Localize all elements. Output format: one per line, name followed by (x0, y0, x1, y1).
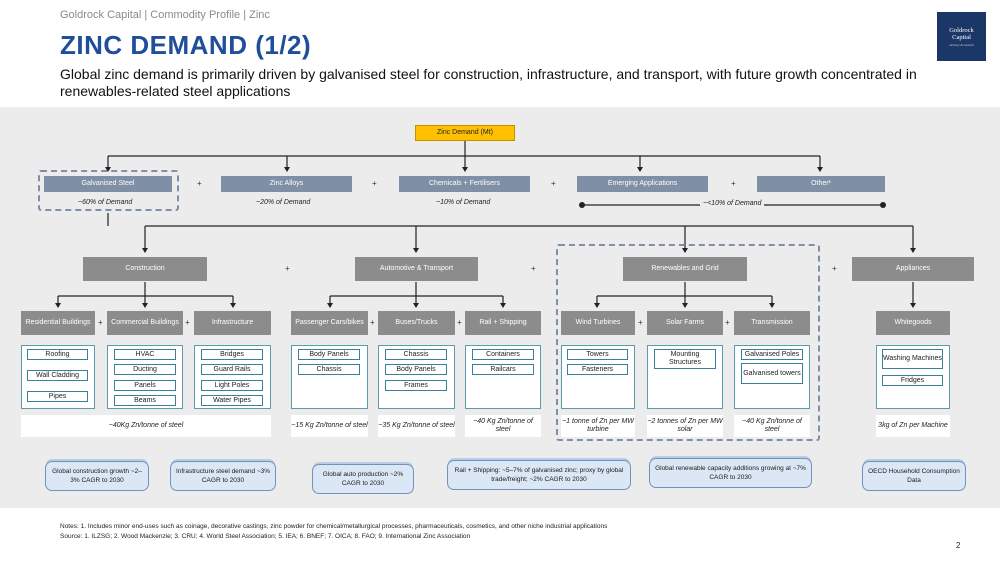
end-use-item: Light Poles (201, 380, 263, 391)
diagram-panel (0, 107, 1000, 508)
end-use-item: HVAC (114, 349, 176, 360)
plus-sign: + (197, 179, 202, 188)
end-use-item: Towers (567, 349, 628, 360)
end-use-item: Containers (472, 349, 534, 360)
subsector-whitegoods: Whitegoods (876, 311, 950, 335)
plus-sign: + (551, 179, 556, 188)
subsector-rail-shipping: Rail + Shipping (465, 311, 541, 335)
source-text: Source: 1. ILZSG; 2. Wood Mackenzie; 3. … (60, 533, 471, 540)
footnotes: Notes: 1. Includes minor end-uses such a… (60, 522, 607, 542)
sector-renewables-grid: Renewables and Grid (623, 257, 747, 281)
breadcrumb: Goldrock Capital | Commodity Profile | Z… (60, 9, 270, 21)
end-use-item: Galvanised Poles (741, 349, 803, 360)
subsector-infrastructure: Infrastructure (194, 311, 271, 335)
end-use-item: Pipes (27, 391, 88, 402)
end-use-item: Chassis (385, 349, 447, 360)
plus-sign: + (285, 264, 290, 273)
end-use-item: Railcars (472, 364, 534, 375)
logo-tagline: advisory & research (949, 43, 974, 47)
end-use-item: Frames (385, 380, 447, 391)
intensity-solar-farms: ~2 tonnes of Zn per MW solar (647, 415, 723, 437)
plus-sign: + (531, 264, 536, 273)
plus-sign: + (725, 318, 730, 327)
subsector-residential-buildings: Residential Buildings (21, 311, 95, 335)
plus-sign: + (98, 318, 103, 327)
driver-auto-production: Global auto production ~2% CAGR to 2030 (312, 464, 414, 494)
end-use-item: Water Pipes (201, 395, 263, 406)
intensity-wind-turbines: ~1 tonne of Zn per MW turbine (561, 415, 635, 437)
driver-renewable-capacity: Global renewable capacity additions grow… (649, 458, 812, 488)
logo-line-1: Goldrock (949, 27, 974, 34)
intensity-buses-trucks: ~35 Kg Zn/tonne of steel (378, 415, 455, 437)
plus-sign: + (731, 179, 736, 188)
subsector-wind-turbines: Wind Turbines (561, 311, 635, 335)
category-emerging-applications: Emerging Applications (577, 176, 708, 192)
plus-sign: + (372, 179, 377, 188)
end-use-item: Fasteners (567, 364, 628, 375)
end-use-item: Fridges (882, 375, 943, 386)
intensity-rail-shipping: ~40 Kg Zn/tonne of steel (465, 415, 541, 437)
driver-infrastructure-steel: Infrastructure steel demand ~3% CAGR to … (170, 461, 276, 491)
intensity-whitegoods: 3kg of Zn per Machine (876, 415, 950, 437)
end-use-item: Mounting Structures (654, 349, 716, 369)
share-zinc-alloys: ~20% of Demand (256, 199, 311, 206)
subsector-transmission: Transmission (734, 311, 810, 335)
driver-rail-shipping: Rail + Shipping: ~5–7% of galvanised zin… (447, 460, 631, 490)
plus-sign: + (457, 318, 462, 327)
end-use-item: Guard Rails (201, 364, 263, 375)
end-use-item: Ducting (114, 364, 176, 375)
company-logo: Goldrock Capital advisory & research (937, 12, 986, 61)
renewables-highlight (556, 244, 820, 441)
end-use-item: Panels (114, 380, 176, 391)
end-use-item: Wall Cladding (27, 370, 88, 381)
plus-sign: + (370, 318, 375, 327)
notes-text: Notes: 1. Includes minor end-uses such a… (60, 523, 608, 530)
end-use-item: Washing Machines (882, 349, 943, 369)
intensity-passenger-cars: ~15 Kg Zn/tonne of steel (291, 415, 368, 437)
end-use-item: Body Panels (298, 349, 360, 360)
sector-construction: Construction (83, 257, 207, 281)
page-number: 2 (956, 541, 961, 550)
category-galvanised-steel: Galvanised Steel (44, 176, 172, 192)
plus-sign: + (638, 318, 643, 327)
subsector-buses-trucks: Buses/Trucks (378, 311, 455, 335)
share-galvanised-steel: ~60% of Demand (78, 199, 133, 206)
plus-sign: + (832, 264, 837, 273)
sector-automotive-transport: Automotive & Transport (355, 257, 478, 281)
end-use-item: Beams (114, 395, 176, 406)
page-title: ZINC DEMAND (1/2) (60, 30, 312, 60)
category-zinc-alloys: Zinc Alloys (221, 176, 352, 192)
end-use-item: Chassis (298, 364, 360, 375)
plus-sign: + (185, 318, 190, 327)
end-use-item: Roofing (27, 349, 88, 360)
end-use-item: Galvanised towers (741, 363, 803, 384)
page-subtitle: Global zinc demand is primarily driven b… (60, 66, 917, 99)
subsector-commercial-buildings: Commercial Buildings (107, 311, 183, 335)
driver-household-consumption: OECD Household Consumption Data (862, 461, 966, 491)
galvanised-steel-highlight (38, 170, 179, 211)
end-use-item: Bridges (201, 349, 263, 360)
driver-construction-growth: Global construction growth ~2–3% CAGR to… (45, 461, 149, 491)
category-other: Other¹ (757, 176, 885, 192)
share-chemicals: ~10% of Demand (436, 199, 491, 206)
logo-line-2: Capital (952, 34, 971, 41)
category-chemicals-fertilisers: Chemicals + Fertilisers (399, 176, 530, 192)
intensity-construction: ~40Kg Zn/tonne of steel (21, 415, 271, 437)
end-use-item: Body Panels (385, 364, 447, 375)
root-zinc-demand: Zinc Demand (Mt) (415, 125, 515, 141)
share-emerging-other: ~<10% of Demand (700, 200, 765, 207)
subsector-passenger-cars: Passenger Cars/bikes (291, 311, 368, 335)
sector-appliances: Appliances (852, 257, 974, 281)
subsector-solar-farms: Solar Farms (647, 311, 723, 335)
intensity-transmission: ~40 Kg Zn/tonne of steel (734, 415, 810, 437)
